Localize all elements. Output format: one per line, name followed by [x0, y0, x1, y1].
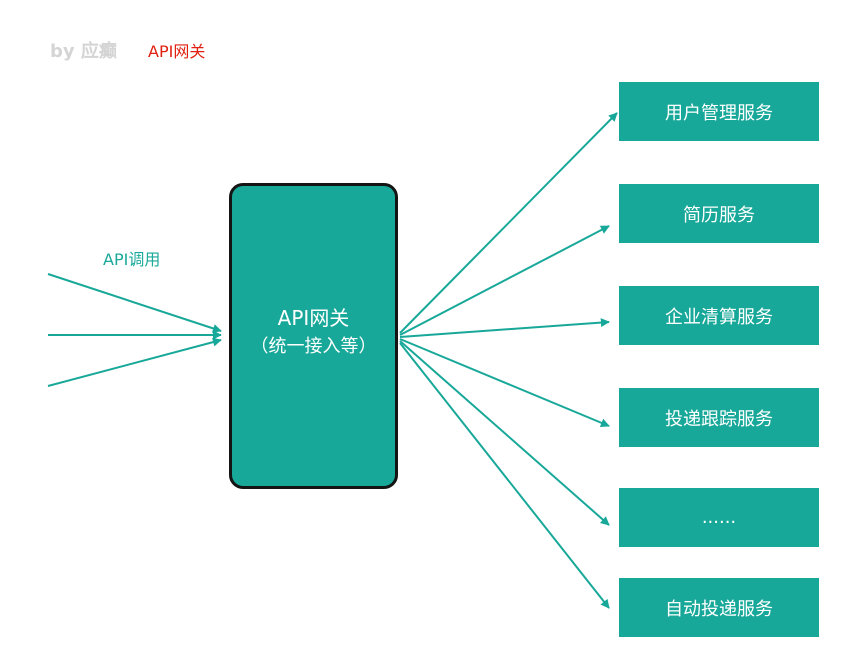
- outgoing-arrow-auto-delivery: [399, 342, 610, 609]
- api-call-label: API调用: [103, 250, 161, 269]
- author-label: by 应癫: [50, 41, 117, 62]
- api-gateway-box: API网关 （统一接入等）: [229, 183, 398, 489]
- service-box-auto-delivery: 自动投递服务: [619, 578, 819, 637]
- outgoing-arrow-tracking: [399, 338, 610, 428]
- incoming-arrow-bottom: [47, 337, 222, 387]
- outgoing-arrow-resume: [399, 225, 610, 336]
- outgoing-arrow-more: [399, 340, 610, 526]
- service-box-resume: 简历服务: [619, 184, 819, 243]
- outgoing-arrow-settlement: [399, 318, 610, 338]
- outgoing-arrow-user-mgmt: [399, 112, 618, 334]
- service-box-more: ......: [619, 488, 819, 547]
- service-box-user-management: 用户管理服务: [619, 82, 819, 141]
- gateway-title: API网关: [277, 306, 350, 330]
- diagram-title: API网关: [148, 42, 206, 61]
- service-box-delivery-tracking: 投递跟踪服务: [619, 388, 819, 447]
- service-box-enterprise-settlement: 企业清算服务: [619, 286, 819, 345]
- incoming-arrow-top: [47, 273, 222, 333]
- gateway-subtitle: （统一接入等）: [250, 336, 377, 357]
